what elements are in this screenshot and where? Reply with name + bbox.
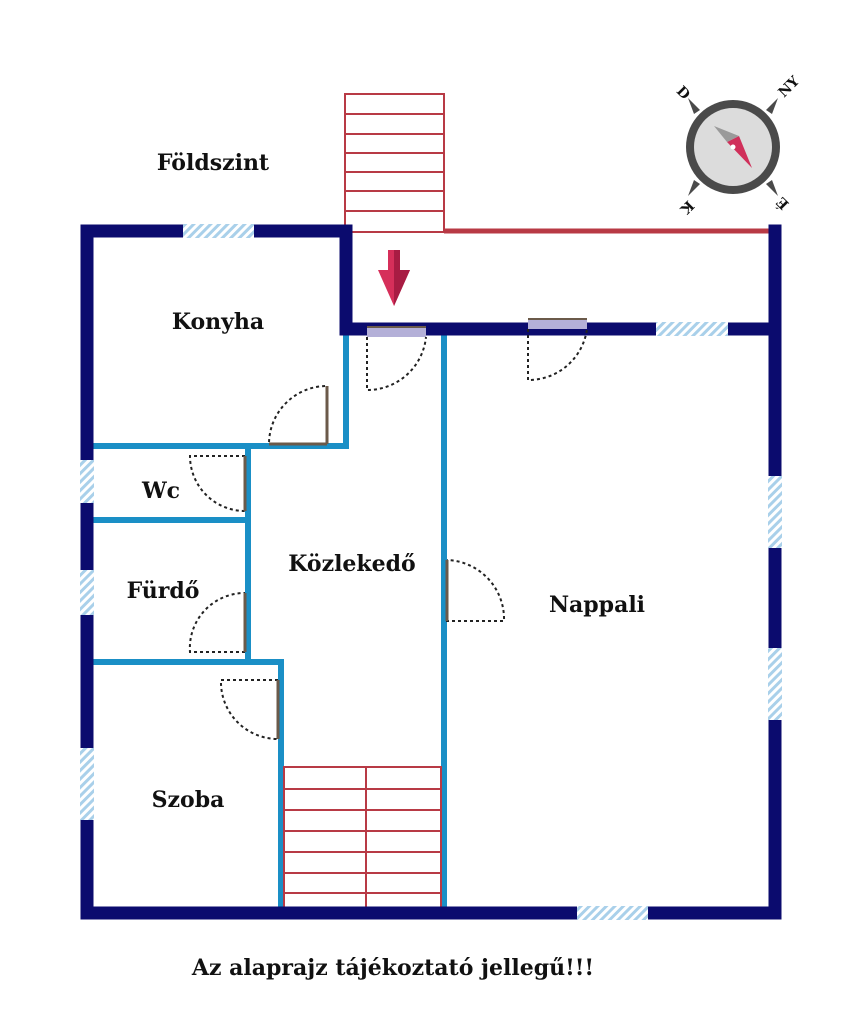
- window: [183, 224, 254, 238]
- entrance-arrow-icon: [378, 250, 410, 306]
- inner-walls: [85, 330, 447, 914]
- room-label-kitchen: Konyha: [172, 309, 264, 335]
- entrance-stairs: [344, 93, 445, 233]
- compass-letter-sw: K: [676, 197, 697, 218]
- window: [656, 322, 728, 336]
- window: [80, 570, 94, 615]
- floor-label: Földszint: [157, 150, 270, 176]
- compass-icon: D NY K É: [673, 73, 804, 218]
- window: [768, 476, 782, 548]
- door-leaves: [243, 386, 449, 739]
- compass-letter-se: É: [772, 193, 792, 213]
- disclaimer-text: Az alaprajz tájékoztató jellegű!!!: [191, 955, 594, 981]
- room-label-bathroom: Fürdő: [127, 578, 200, 604]
- room-label-bedroom: Szoba: [152, 787, 225, 813]
- window: [768, 648, 782, 720]
- window: [80, 748, 94, 820]
- entrance-doors: [367, 318, 587, 337]
- compass-letter-ne: NY: [775, 73, 803, 101]
- room-label-wc: Wc: [141, 478, 180, 504]
- windows: [80, 224, 782, 920]
- room-label-hallway: Közlekedő: [288, 551, 415, 577]
- window: [577, 906, 648, 920]
- room-label-living-room: Nappali: [549, 592, 645, 618]
- door-swings: [188, 328, 588, 740]
- window: [80, 460, 94, 503]
- interior-stairs: [283, 766, 442, 909]
